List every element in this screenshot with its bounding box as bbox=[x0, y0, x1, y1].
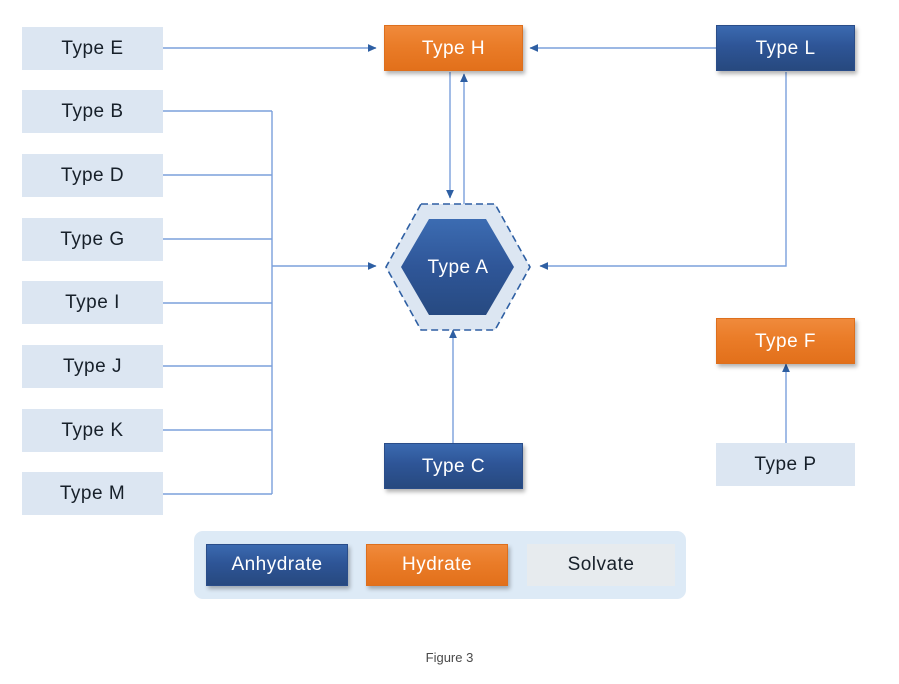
node-type-k[interactable]: Type K bbox=[22, 409, 163, 452]
node-type-f[interactable]: Type F bbox=[716, 318, 855, 364]
node-type-m-label: Type M bbox=[59, 483, 126, 504]
node-type-d[interactable]: Type D bbox=[22, 154, 163, 197]
node-type-k-label: Type K bbox=[61, 420, 124, 441]
edge-type-l-to-type-a bbox=[539, 72, 787, 270]
figure-caption: Figure 3 bbox=[425, 650, 474, 665]
node-type-g-label: Type G bbox=[60, 229, 125, 250]
node-type-j[interactable]: Type J bbox=[22, 345, 163, 388]
node-type-j-label: Type J bbox=[63, 356, 122, 377]
node-type-e[interactable]: Type E bbox=[22, 27, 163, 70]
node-type-b-label: Type B bbox=[61, 101, 124, 122]
node-type-m[interactable]: Type M bbox=[22, 472, 163, 515]
legend-chip-anhydrate[interactable]: Anhydrate bbox=[206, 544, 348, 586]
node-type-h[interactable]: Type H bbox=[384, 25, 523, 71]
legend-chip-solvate[interactable]: Solvate bbox=[527, 544, 675, 586]
node-type-i-label: Type I bbox=[65, 292, 120, 313]
node-type-f-label: Type F bbox=[754, 330, 817, 352]
node-type-c-label: Type C bbox=[421, 455, 486, 477]
hexagon-inner-fill bbox=[401, 219, 514, 315]
legend-label-hydrate: Hydrate bbox=[401, 554, 473, 575]
node-type-p[interactable]: Type P bbox=[716, 443, 855, 486]
node-type-h-label: Type H bbox=[421, 37, 486, 59]
node-type-e-label: Type E bbox=[61, 38, 124, 59]
legend-chip-hydrate[interactable]: Hydrate bbox=[366, 544, 508, 586]
node-type-l[interactable]: Type L bbox=[716, 25, 855, 71]
node-type-l-label: Type L bbox=[755, 37, 816, 59]
node-type-b[interactable]: Type B bbox=[22, 90, 163, 133]
node-type-i[interactable]: Type I bbox=[22, 281, 163, 324]
node-type-g[interactable]: Type G bbox=[22, 218, 163, 261]
legend-label-solvate: Solvate bbox=[567, 554, 635, 575]
node-type-p-label: Type P bbox=[754, 454, 817, 475]
legend-panel: Anhydrate Hydrate Solvate bbox=[194, 531, 686, 599]
node-type-d-label: Type D bbox=[60, 165, 125, 186]
node-type-c[interactable]: Type C bbox=[384, 443, 523, 489]
node-type-a[interactable]: Type A bbox=[383, 200, 533, 334]
legend-label-anhydrate: Anhydrate bbox=[231, 554, 323, 575]
